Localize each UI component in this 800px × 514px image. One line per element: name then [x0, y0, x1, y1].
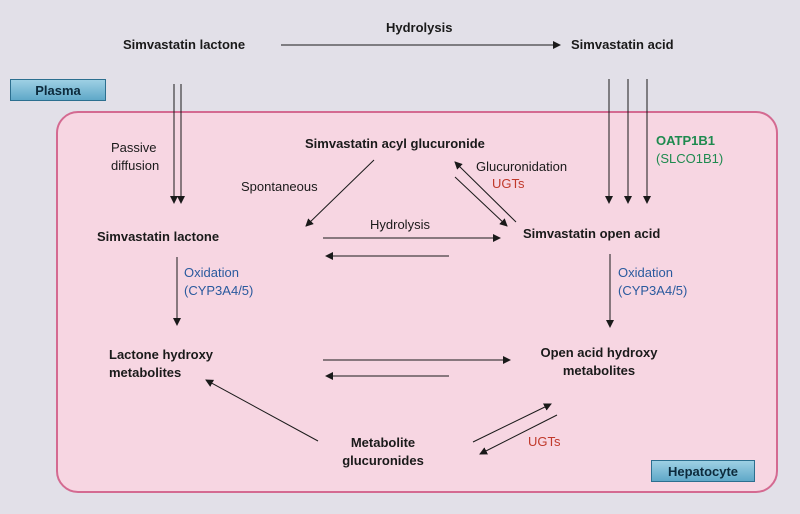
label-ugts-lower: UGTs	[528, 434, 561, 449]
node-open-acid-hydroxy-line2: metabolites	[562, 363, 636, 378]
node-lactone-hydroxy-line2: metabolites	[109, 365, 182, 380]
label-glucuronidation: Glucuronidation	[476, 159, 568, 174]
plasma-label: Plasma	[10, 79, 106, 101]
label-ugts-upper: UGTs	[492, 176, 525, 191]
node-open-acid-hydroxy-line1: Open acid hydroxy	[540, 345, 658, 360]
node-metabolite-glucuronides-line1: Metabolite	[350, 435, 416, 450]
arrow-gluc-to-lactone-hydroxy	[205, 379, 319, 442]
label-cyp-left: (CYP3A4/5)	[184, 283, 254, 298]
label-oxidation-left: Oxidation	[184, 265, 239, 280]
node-acyl-glucuronide: Simvastatin acyl glucuronide	[305, 136, 485, 151]
node-hepatocyte-simvastatin-lactone: Simvastatin lactone	[97, 229, 220, 244]
label-hydrolysis-mid: Hydrolysis	[370, 217, 430, 232]
node-metabolite-glucuronides-line2: glucuronides	[342, 453, 424, 468]
hepatocyte-compartment	[56, 111, 778, 493]
hepatocyte-label: Hepatocyte	[651, 460, 755, 482]
arrow-glucuronidation	[454, 161, 517, 223]
label-oatp1b1: OATP1B1	[656, 133, 715, 148]
label-hydrolysis-plasma: Hydrolysis	[386, 20, 453, 35]
label-spontaneous: Spontaneous	[241, 179, 318, 194]
node-plasma-simvastatin-acid: Simvastatin acid	[571, 37, 674, 52]
node-lactone-hydroxy-line1: Lactone hydroxy	[109, 347, 214, 362]
node-simvastatin-open-acid: Simvastatin open acid	[523, 226, 661, 241]
label-slco1b1: (SLCO1B1)	[656, 151, 724, 166]
label-oxidation-right: Oxidation	[618, 265, 673, 280]
arrow-acyl-to-open-acid	[454, 176, 508, 227]
label-cyp-right: (CYP3A4/5)	[618, 283, 688, 298]
arrow-spontaneous	[305, 159, 375, 227]
label-passive: Passive	[111, 140, 157, 155]
arrow-ugt-lower	[479, 414, 558, 455]
arrow-gluc-to-open-acid-hydroxy	[472, 403, 552, 443]
label-diffusion: diffusion	[111, 158, 160, 173]
node-plasma-simvastatin-lactone: Simvastatin lactone	[123, 37, 246, 52]
